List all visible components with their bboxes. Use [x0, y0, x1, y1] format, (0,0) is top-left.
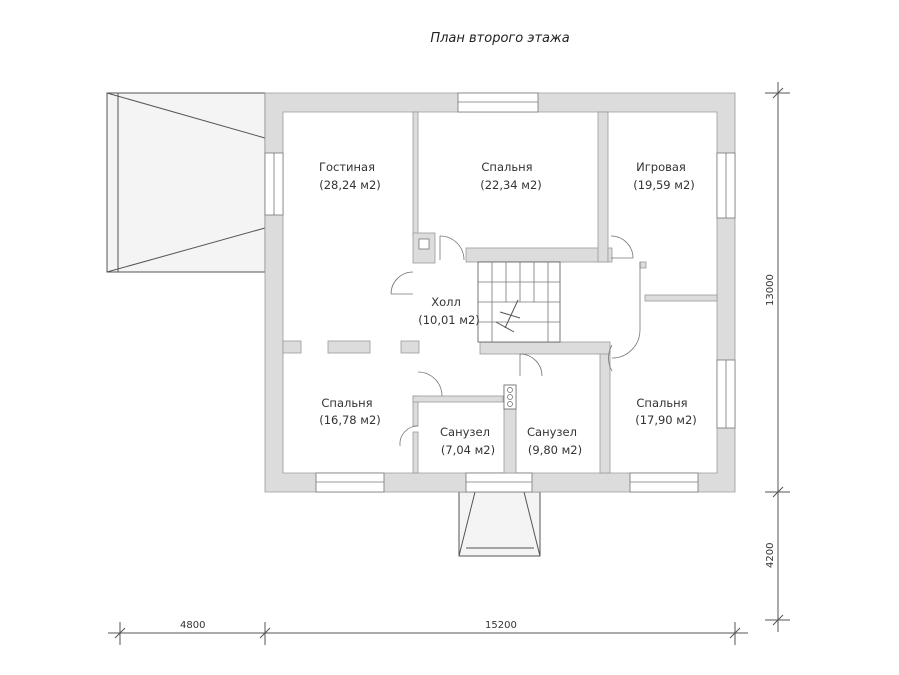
room-name-spalnya-left: Спальня: [321, 396, 372, 410]
porch: [458, 491, 541, 557]
interior-walls: [282, 111, 718, 474]
room-area-gostinaya: (28,24 м2): [319, 178, 381, 192]
dim-right-lower: 4200: [765, 543, 776, 568]
room-name-igrovaya: Игровая: [636, 160, 686, 174]
windows: [264, 92, 736, 493]
room-name-sanuzel-2: Санузел: [527, 425, 577, 439]
room-name-gostinaya: Гостиная: [319, 160, 375, 174]
room-area-spalnya-right: (17,90 м2): [635, 413, 697, 427]
room-area-spalnya-top: (22,34 м2): [480, 178, 542, 192]
room-name-spalnya-right: Спальня: [636, 396, 687, 410]
terrace: [106, 92, 266, 273]
room-area-holl: (10,01 м2): [418, 313, 480, 327]
dim-bottom-left: 4800: [180, 620, 205, 631]
room-area-igrovaya: (19,59 м2): [633, 178, 695, 192]
doors: [390, 235, 641, 447]
room-name-holl: Холл: [431, 295, 461, 309]
room-name-sanuzel-1: Санузел: [440, 425, 490, 439]
room-area-sanuzel-2: (9,80 м2): [528, 443, 582, 457]
staircase: [477, 261, 561, 343]
room-labels: Гостиная (28,24 м2) Спальня (22,34 м2) И…: [319, 160, 697, 457]
room-area-sanuzel-1: (7,04 м2): [441, 443, 495, 457]
dim-bottom-total: 15200: [485, 620, 517, 631]
dim-right-upper: 13000: [765, 274, 776, 306]
room-area-spalnya-left: (16,78 м2): [319, 413, 381, 427]
room-name-spalnya-top: Спальня: [481, 160, 532, 174]
dimension-lines: 4800 15200 13000 4200: [108, 82, 790, 645]
plan-title: План второго этажа: [430, 31, 569, 46]
